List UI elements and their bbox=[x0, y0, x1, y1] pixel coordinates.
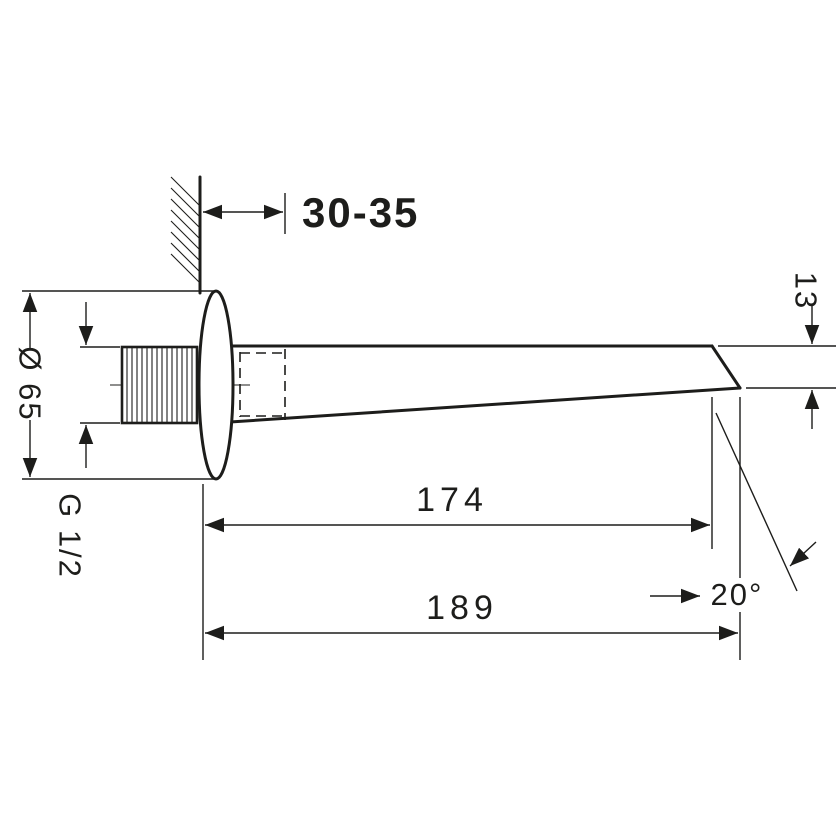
spout-body bbox=[228, 344, 742, 424]
dim-text-thread-size: G 1/2 bbox=[53, 493, 88, 579]
escutcheon bbox=[197, 289, 235, 481]
dim-text-wall-adjustment: 30-35 bbox=[302, 189, 419, 236]
dim-text-overall-length: 189 bbox=[426, 589, 498, 627]
wall-hatch bbox=[170, 176, 201, 284]
dim-thread-size bbox=[78, 302, 120, 468]
dim-text-escutcheon-diameter: Ø 65 bbox=[13, 346, 48, 421]
dim-spout-angle bbox=[650, 412, 817, 612]
dim-text-length-to-tip: 174 bbox=[416, 481, 488, 519]
dim-escutcheon-diameter bbox=[22, 290, 214, 480]
dim-wall-adjustment bbox=[203, 193, 286, 234]
thread-hatch bbox=[126, 348, 193, 422]
hidden-internal-lines bbox=[239, 349, 286, 420]
dim-tip-height bbox=[718, 305, 836, 429]
dim-length-to-tip bbox=[205, 397, 713, 549]
thread-nipple bbox=[120, 345, 199, 425]
dim-overall-length bbox=[202, 397, 741, 660]
dim-text-tip-height: 13 bbox=[789, 272, 824, 310]
dim-text-spout-angle: 20° bbox=[711, 577, 764, 612]
